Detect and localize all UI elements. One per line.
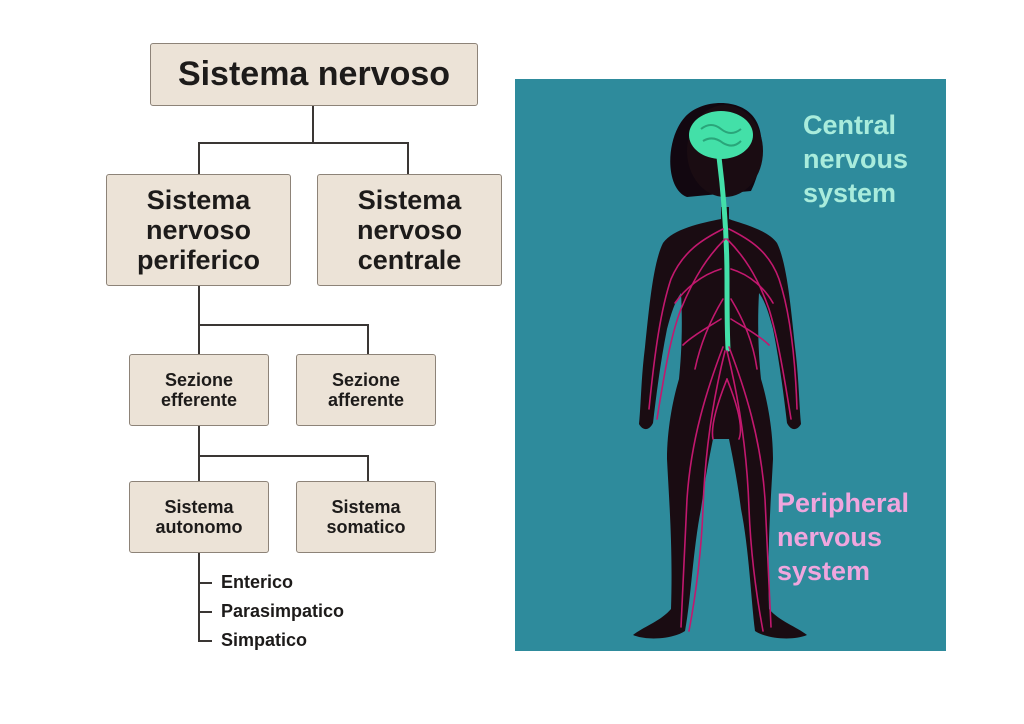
connector-line: [198, 142, 409, 144]
brain-shape: [689, 111, 753, 159]
peripheral-nervous-system-label: Peripheral nervous system: [777, 488, 910, 586]
efferent-label: Sezione efferente: [160, 369, 238, 410]
nervous-system-illustration: Central nervous system Peripheral nervou…: [515, 79, 946, 651]
peripheral-label: Sistema nervoso periferico: [136, 184, 261, 276]
peripheral-nerves: [648, 228, 798, 632]
root-label: Sistema nervoso: [177, 55, 451, 94]
human-figure-image: [633, 103, 807, 639]
connector-line: [198, 455, 369, 457]
somatic-label: Sistema somatico: [326, 496, 406, 537]
connector-line: [198, 286, 200, 354]
central-nervous-system-label: Central nervous system: [803, 110, 909, 208]
spinal-cord-shape: [716, 154, 731, 352]
division-parasympathetic: Parasimpatico: [221, 601, 345, 621]
connector-line: [407, 142, 409, 174]
connector-line: [312, 106, 314, 143]
central-node: Sistema nervoso centrale: [317, 174, 502, 286]
connector-line: [198, 426, 200, 481]
connector-line: [198, 553, 200, 642]
autonomic-node: Sistema autonomo: [129, 481, 269, 553]
autonomic-label: Sistema autonomo: [155, 496, 243, 537]
connector-line: [198, 611, 212, 613]
central-label: Sistema nervoso centrale: [356, 184, 463, 276]
root-node: Sistema nervoso: [150, 43, 478, 106]
peripheral-node: Sistema nervoso periferico: [106, 174, 291, 286]
connector-line: [367, 455, 369, 481]
afferent-node: Sezione afferente: [296, 354, 436, 426]
somatic-node: Sistema somatico: [296, 481, 436, 553]
body-silhouette: [633, 207, 807, 639]
connector-line: [198, 582, 212, 584]
connector-line: [367, 324, 369, 354]
connector-line: [198, 142, 200, 174]
division-enteric: Enterico: [221, 572, 294, 592]
division-sympathetic: Simpatico: [221, 630, 308, 650]
efferent-node: Sezione efferente: [129, 354, 269, 426]
connector-line: [198, 324, 369, 326]
afferent-label: Sezione afferente: [327, 369, 405, 410]
connector-line: [198, 640, 212, 642]
